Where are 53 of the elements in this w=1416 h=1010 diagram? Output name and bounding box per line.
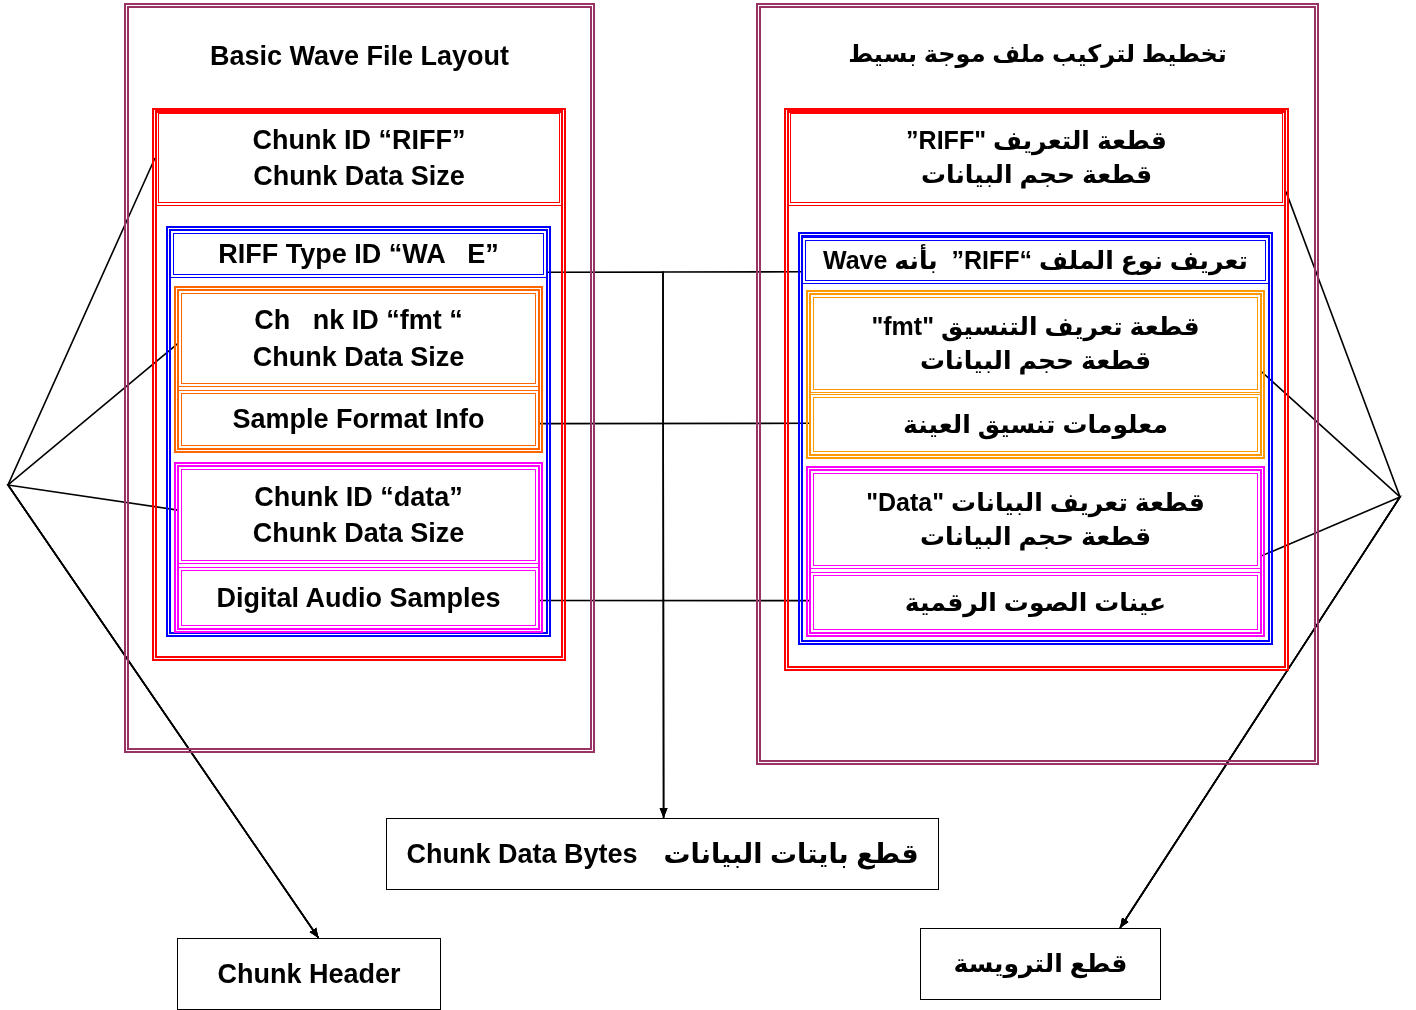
legend-box xyxy=(920,928,1161,1000)
field-label: قطعة تعريف البيانات "Data" xyxy=(866,486,1205,520)
field-label: Ch nk ID “fmt “ xyxy=(254,304,463,338)
chunk-box xyxy=(174,462,543,633)
field-label: Chunk Data Bytes xyxy=(406,837,638,871)
panel-title: تخطيط لتركيب ملف موجة بسيط xyxy=(848,39,1227,70)
chunk-field-box xyxy=(170,230,547,278)
arrow xyxy=(1119,495,1403,929)
field-label: قطعة حجم البيانات xyxy=(919,344,1152,377)
field-label: Chunk Data Size xyxy=(253,160,465,193)
chunk-box xyxy=(174,286,543,453)
chunk-field-box xyxy=(155,110,563,206)
connector-line xyxy=(538,422,811,425)
layout-panel xyxy=(124,3,595,753)
legend-box xyxy=(386,818,939,890)
chunk-field-box xyxy=(178,567,539,629)
legend-box xyxy=(177,938,441,1010)
panel-title: Basic Wave File Layout xyxy=(209,40,510,73)
arrow xyxy=(659,270,803,819)
field-label: معلومات تنسيق العينة xyxy=(903,408,1168,442)
chunk-box xyxy=(784,108,1289,671)
chunk-field-box xyxy=(810,394,1261,455)
chunk-box xyxy=(806,290,1265,459)
field-label: Digital Audio Samples xyxy=(216,581,501,615)
field-label: Sample Format Info xyxy=(232,403,485,437)
chunk-field-box xyxy=(178,290,539,387)
field-label: قطعة تعريف التنسيق "fmt" xyxy=(871,310,1200,344)
chunk-field-box xyxy=(787,110,1286,206)
field-label: Chunk Header xyxy=(217,957,401,991)
chunk-box xyxy=(152,108,566,661)
field-label: قطعة حجم البيانات xyxy=(919,520,1152,553)
field-label: قطع الترويسة xyxy=(953,948,1128,981)
field-label: عينات الصوت الرقمية xyxy=(904,586,1167,620)
field-label: Chunk Data Size xyxy=(252,340,465,374)
chunk-field-box xyxy=(178,466,539,564)
chunk-box xyxy=(798,232,1273,645)
field-label: قطعة التعريف "RIFF” xyxy=(906,125,1167,158)
chunk-field-box xyxy=(810,470,1261,569)
chunk-field-box xyxy=(810,572,1261,633)
field-label: قطع بايتات البيانات xyxy=(663,837,919,872)
chunk-field-box xyxy=(810,294,1261,393)
field-label: قطعة حجم البيانات xyxy=(920,159,1153,191)
field-label: Chunk ID “RIFF” xyxy=(252,123,466,157)
chunk-box xyxy=(806,466,1265,637)
chunk-box xyxy=(166,226,551,637)
field-label: RIFF Type ID “WA E” xyxy=(218,237,499,271)
field-label: Chunk Data Size xyxy=(252,517,465,550)
chunk-field-box xyxy=(802,237,1269,284)
connector-line xyxy=(538,599,811,602)
chunk-field-box xyxy=(178,390,539,449)
field-label: تعريف نوع الملف “RIFF” بأنه Wave xyxy=(823,243,1248,278)
layout-panel xyxy=(756,3,1319,765)
field-label: Chunk ID “data” xyxy=(254,480,463,514)
